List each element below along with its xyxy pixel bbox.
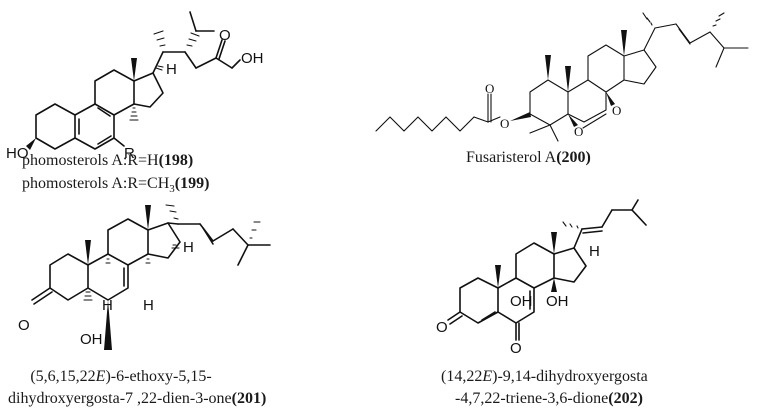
ring-d xyxy=(623,49,657,85)
bridge-o-2: O xyxy=(612,103,621,118)
caption-198: phomosterols A:R=H(198) xyxy=(22,152,194,169)
ring-c xyxy=(587,44,625,93)
ring-b xyxy=(497,277,535,324)
ketone-o-6: O xyxy=(510,340,522,357)
compound-number-201: (201) xyxy=(231,390,267,407)
ester-carbonyl-o: O xyxy=(485,81,494,96)
h-label-c17: H xyxy=(183,239,194,256)
caption-202-line2: -4,7,22-triene-3,6-dione(202) xyxy=(455,390,643,407)
h-label-c9: H xyxy=(102,297,113,314)
h-label-c14: H xyxy=(143,297,154,314)
ring-b xyxy=(87,253,129,301)
ring-d xyxy=(147,222,181,259)
ring-c xyxy=(94,69,135,116)
r-group-label: R xyxy=(124,145,135,162)
ring-d xyxy=(553,247,587,283)
ketone-o-label: O xyxy=(219,27,231,44)
ring-b xyxy=(74,103,115,150)
compound-number-198: (198) xyxy=(158,152,194,169)
ring-c xyxy=(107,218,149,266)
caption-201-line1: (5,6,15,22E)-6-ethoxy-5,15- xyxy=(30,368,212,385)
ring-d xyxy=(133,72,164,108)
compound-number-202: (202) xyxy=(608,390,643,407)
hydroxyl-label-2: OH xyxy=(241,50,264,67)
hydroxyl-label-14: OH xyxy=(546,293,569,310)
compound-number-199: (199) xyxy=(174,175,210,192)
hydroxyl-label: OH xyxy=(80,331,103,348)
ring-a xyxy=(459,277,499,324)
caption-202-line1: (14,22E)-9,14-dihydroxyergosta xyxy=(441,368,648,385)
h-label-c17: H xyxy=(589,243,600,260)
ester-o: O xyxy=(500,116,509,131)
hydroxyl-label: HO xyxy=(6,145,29,162)
h-label: H xyxy=(166,61,177,78)
ring-c xyxy=(515,242,555,289)
caption-199: phomosterols A:R=CH3(199) xyxy=(22,175,210,196)
ketone-o-label: O xyxy=(18,317,30,334)
caption-200: Fusaristerol A(200) xyxy=(466,149,591,166)
hydroxyl-label-9: OH xyxy=(510,293,533,310)
ring-b xyxy=(567,79,607,123)
ketone-o-3: O xyxy=(436,319,448,336)
caption-201-line2: dihydroxyergosta-7 ,22-dien-3-one(201) xyxy=(8,390,267,407)
bridge-o-1: O xyxy=(574,124,583,139)
alkyl-chain xyxy=(375,116,475,132)
compound-number-200: (200) xyxy=(556,149,591,166)
